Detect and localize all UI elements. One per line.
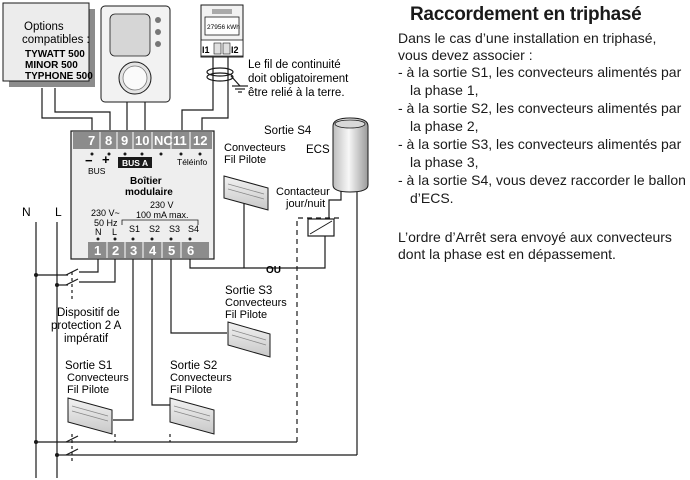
output-rating: 230 V (150, 200, 174, 210)
bus-minus: − (85, 153, 93, 168)
continuity-note: doit obligatoirement (248, 73, 349, 85)
power-rating: 50 Hz (94, 218, 118, 228)
terminal-8: 8 (105, 133, 112, 148)
panel-title: Raccordement en triphasé (410, 4, 642, 25)
terminal-4: 4 (149, 243, 157, 258)
label-conv-top: Fil Pilote (224, 154, 266, 166)
label-s4: Sortie S4 (264, 125, 312, 137)
convector-top (223, 175, 269, 211)
box-label-l: L (112, 227, 117, 237)
convector-s2 (169, 397, 215, 435)
label-s2: Convecteurs (170, 372, 232, 384)
label-protection: protection 2 A (51, 320, 122, 332)
list-item: - à la sortie S4, vous devez raccorder l… (398, 172, 686, 206)
terminal-3: 3 (130, 243, 137, 258)
label-s1: Sortie S1 (65, 360, 112, 372)
list-item: - à la sortie S2, les convecteurs alimen… (398, 100, 682, 134)
list-item: - à la sortie S1, les convecteurs alimen… (398, 64, 682, 98)
electricity-meter: 27956 kWh I1 I2 (200, 4, 244, 58)
terminal-5: 5 (168, 243, 175, 258)
ecs-water-heater (332, 117, 369, 193)
terminal-1: 1 (94, 243, 101, 258)
top-wires (41, 57, 248, 130)
thermostat-device (100, 5, 171, 103)
teleinfo-label: Téléinfo (177, 157, 208, 167)
bus-a-label: BUS A (122, 158, 148, 168)
power-rating: 230 V~ (91, 208, 120, 218)
breaker-terminals (34, 273, 59, 457)
convector-s3 (227, 321, 271, 358)
box-title: Boîtier (130, 176, 162, 187)
box-label-s4: S4 (188, 224, 199, 234)
compat-model: TYPHONE 500 (25, 71, 93, 82)
terminal-6: 6 (187, 243, 194, 258)
box-label-s3: S3 (169, 224, 180, 234)
label-l: L (55, 205, 62, 219)
label-s1: Fil Pilote (67, 384, 109, 396)
label-s1: Convecteurs (67, 372, 129, 384)
terminal-12: 12 (193, 133, 207, 148)
box-label-n: N (95, 227, 102, 237)
meter-display: 27956 kWh (207, 24, 240, 31)
box-label-s1: S1 (129, 224, 140, 234)
modular-box: 7 8 9 10 NC 11 12 − + BUS BUS A Téléinfo (70, 130, 215, 260)
contactor-day-night (307, 218, 335, 237)
label-s3: Convecteurs (225, 297, 287, 309)
label-s3: Sortie S3 (225, 285, 272, 297)
terminal-2: 2 (112, 243, 119, 258)
meter-i1-label: I1 (202, 45, 210, 55)
meter-i2-label: I2 (231, 45, 239, 55)
bus-plus: + (102, 152, 110, 167)
compatible-options-box: Options compatibles : TYWATT 500 MINOR 5… (2, 2, 95, 87)
box-title: modulaire (125, 187, 173, 198)
continuity-note: être relié à la terre. (248, 87, 345, 99)
label-conv-top: Convecteurs (224, 142, 286, 154)
label-protection: Dispositif de (57, 307, 120, 319)
label-ou: OU (266, 265, 281, 276)
terminal-11: 11 (173, 133, 187, 148)
label-s2: Fil Pilote (170, 384, 212, 396)
terminal-nc: NC (154, 133, 173, 148)
label-contactor: Contacteur (276, 186, 330, 198)
terminal-10: 10 (135, 133, 149, 148)
wiring (35, 188, 358, 478)
label-ecs: ECS (306, 144, 330, 156)
terminal-9: 9 (121, 133, 128, 148)
output-rating: 100 mA max. (136, 210, 189, 220)
continuity-note: Le fil de continuité (248, 59, 341, 71)
label-s3: Fil Pilote (225, 309, 267, 321)
bus-a-badge (118, 157, 152, 168)
compat-title-line2: compatibles : (22, 34, 90, 46)
association-list: - à la sortie S1, les convecteurs alimen… (398, 64, 686, 208)
box-label-s2: S2 (149, 224, 160, 234)
label-n: N (22, 205, 31, 219)
panel-intro: Dans le cas d’une installation en tripha… (398, 30, 657, 63)
label-contactor: jour/nuit (285, 198, 325, 210)
compat-model: MINOR 500 (25, 60, 78, 71)
label-s2: Sortie S2 (170, 360, 217, 372)
compat-title-line1: Options (24, 21, 64, 33)
compat-model: TYWATT 500 (25, 49, 85, 60)
list-item: - à la sortie S3, les convecteurs alimen… (398, 136, 682, 170)
panel-footnote: L’ordre d’Arrêt sera envoyé aux convecte… (398, 229, 672, 262)
label-protection: impératif (64, 333, 109, 345)
terminal-7: 7 (88, 133, 95, 148)
convector-s1 (67, 397, 113, 435)
bus-label: BUS (88, 166, 106, 176)
